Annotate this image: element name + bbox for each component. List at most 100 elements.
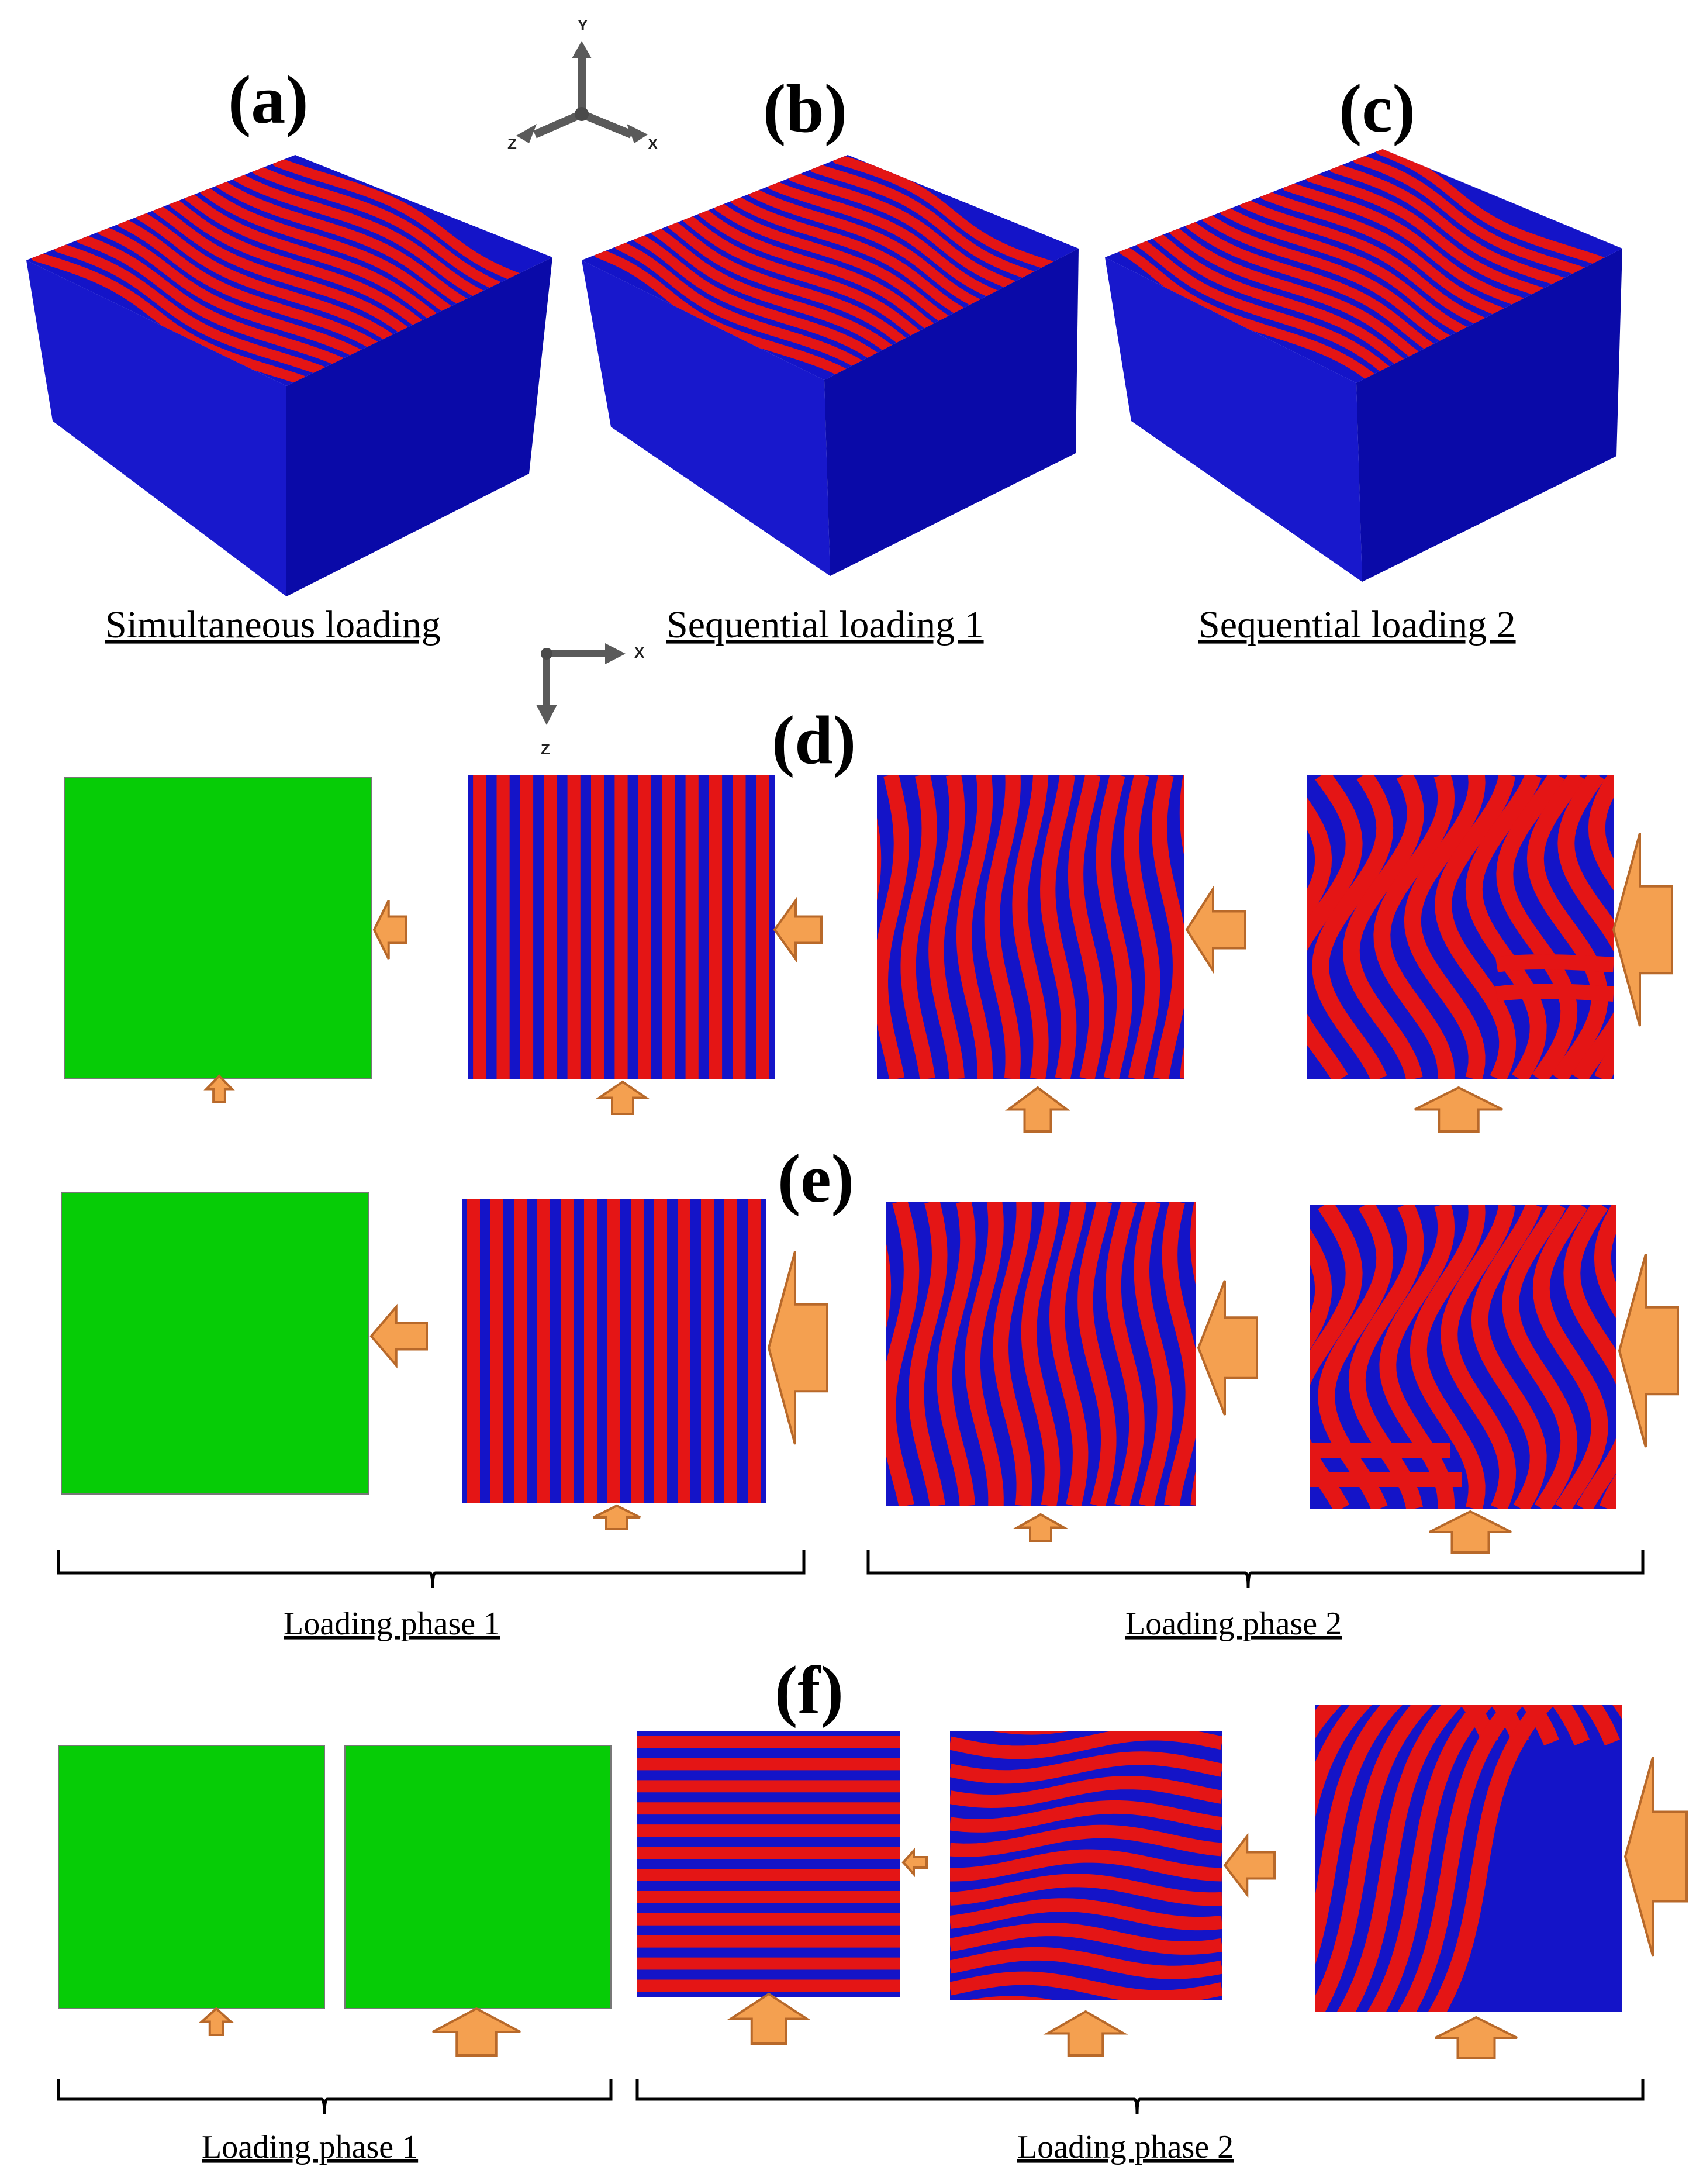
arrow-icon	[767, 1251, 828, 1445]
stripe-line	[1348, 1205, 1424, 1509]
bracket-phase2-de	[866, 1550, 1645, 1588]
arrow-icon	[1223, 1833, 1276, 1898]
stripe-line	[1021, 1202, 1061, 1506]
caption-sequential-1: Sequential loading 1	[666, 603, 984, 646]
stripe-line	[965, 1202, 1004, 1506]
bracket-phase2-f	[635, 2079, 1645, 2114]
stripe-line	[1184, 219, 1442, 357]
arrow-icon	[369, 1303, 428, 1369]
stripe-line	[1260, 189, 1526, 324]
stripe-line	[594, 248, 848, 378]
arrow-icon	[203, 1074, 235, 1103]
stripe-line	[787, 171, 1046, 300]
axis-x-label: X	[648, 135, 658, 153]
stripe-line	[1397, 1705, 1525, 2012]
arrow-icon	[901, 1847, 928, 1878]
panel-label-d: (d)	[772, 702, 856, 778]
stripe-line	[1040, 775, 1077, 1079]
arrow-icon	[1013, 1513, 1069, 1542]
stripe-line	[1239, 198, 1503, 333]
stripe-line	[30, 251, 307, 385]
phase2-label-de: Loading phase 2	[1125, 1606, 1342, 1642]
stripe-line	[1096, 775, 1132, 1079]
load-arrows	[198, 833, 1688, 2059]
stripe-line	[1318, 1205, 1394, 1509]
stripe-line	[1162, 1202, 1196, 1506]
panel-label-b: (b)	[763, 70, 847, 147]
phase1-label-de: Loading phase 1	[284, 1606, 500, 1642]
stripe-line	[1312, 775, 1394, 1079]
stripe-square-f4	[950, 1731, 1222, 2000]
arrow-icon	[595, 1080, 650, 1115]
stripe-line	[135, 211, 402, 348]
stripe-square-e2	[462, 1199, 766, 1503]
stripe-line	[1465, 775, 1547, 1079]
stripe-line	[950, 1800, 1222, 1833]
stripe-line	[832, 155, 1079, 282]
arrow-icon	[1414, 1086, 1503, 1133]
stripe-line	[984, 775, 1021, 1079]
panel-label-f: (f)	[775, 1652, 844, 1728]
stripe-line	[950, 1824, 1222, 1857]
stripe-square-e3	[886, 1202, 1196, 1506]
stripe-line	[1310, 1205, 1363, 1509]
stripe-line	[937, 1202, 976, 1506]
stripe-line	[1282, 181, 1549, 315]
stripe-line	[697, 207, 946, 339]
stripe-line	[168, 198, 433, 336]
planar-axis-icon: X Z	[536, 643, 645, 758]
stripe-line	[1532, 1205, 1608, 1509]
uniform-square-f2	[344, 1745, 612, 2009]
arrow-icon	[432, 2007, 521, 2057]
stripe-line	[748, 187, 1002, 317]
stripe-square-d2	[468, 775, 775, 1079]
bracket-phase1-de	[57, 1550, 806, 1588]
panel-label-c: (c)	[1339, 70, 1415, 147]
stripe-line	[1435, 775, 1517, 1079]
stripe-line	[950, 1776, 1222, 1809]
stripe-line	[950, 1971, 1222, 2000]
stripe-line	[1373, 775, 1455, 1079]
stripe-square-d3	[877, 775, 1184, 1079]
stripe-line	[900, 775, 937, 1079]
arrow-icon	[1618, 1254, 1679, 1448]
uniform-square-f1	[58, 1745, 325, 2009]
stripe-line	[909, 1202, 948, 1506]
stripe-line	[1428, 1705, 1555, 2012]
arrow-icon	[1185, 885, 1246, 975]
stripe-line	[730, 194, 982, 325]
stripe-line	[1169, 225, 1425, 364]
stripe-line	[877, 775, 910, 1079]
stripe-line	[1315, 1705, 1622, 2012]
uniform-square-e1	[61, 1192, 369, 1495]
labyrinth-square-e4	[1310, 1205, 1616, 1509]
arrow-icon	[1435, 2016, 1518, 2059]
stripe-line	[928, 775, 965, 1079]
stripe-line	[956, 775, 993, 1079]
stripe-line	[633, 233, 883, 364]
axis-z-label: Z	[507, 135, 517, 153]
labyrinth-square-d4	[1307, 775, 1614, 1079]
stripe-line	[1136, 238, 1393, 376]
bracket-phase1-f	[57, 2079, 613, 2114]
arrow-icon	[1043, 2010, 1128, 2057]
stripe-line	[950, 1947, 1222, 1979]
stripe-line	[1124, 775, 1160, 1079]
stripe-line	[76, 233, 349, 369]
stripe-line	[713, 201, 963, 333]
stripe-line	[993, 1202, 1032, 1506]
cube-c-top-pattern	[1118, 149, 1622, 382]
stripe-line	[1106, 1202, 1145, 1506]
stripe-line	[1152, 232, 1408, 370]
uniform-square-d1	[64, 777, 372, 1079]
stripe-line	[877, 817, 882, 901]
stripe-line	[272, 157, 547, 291]
stripe-line	[54, 242, 329, 377]
stripe-line	[1307, 775, 1363, 1079]
stripe-line	[667, 219, 914, 352]
stripe-line	[252, 165, 525, 300]
axis-y-label: Y	[578, 16, 588, 34]
stripe-line	[1201, 212, 1461, 350]
phase2-label-f: Loading phase 2	[1017, 2129, 1234, 2165]
stripe-line	[117, 218, 386, 354]
